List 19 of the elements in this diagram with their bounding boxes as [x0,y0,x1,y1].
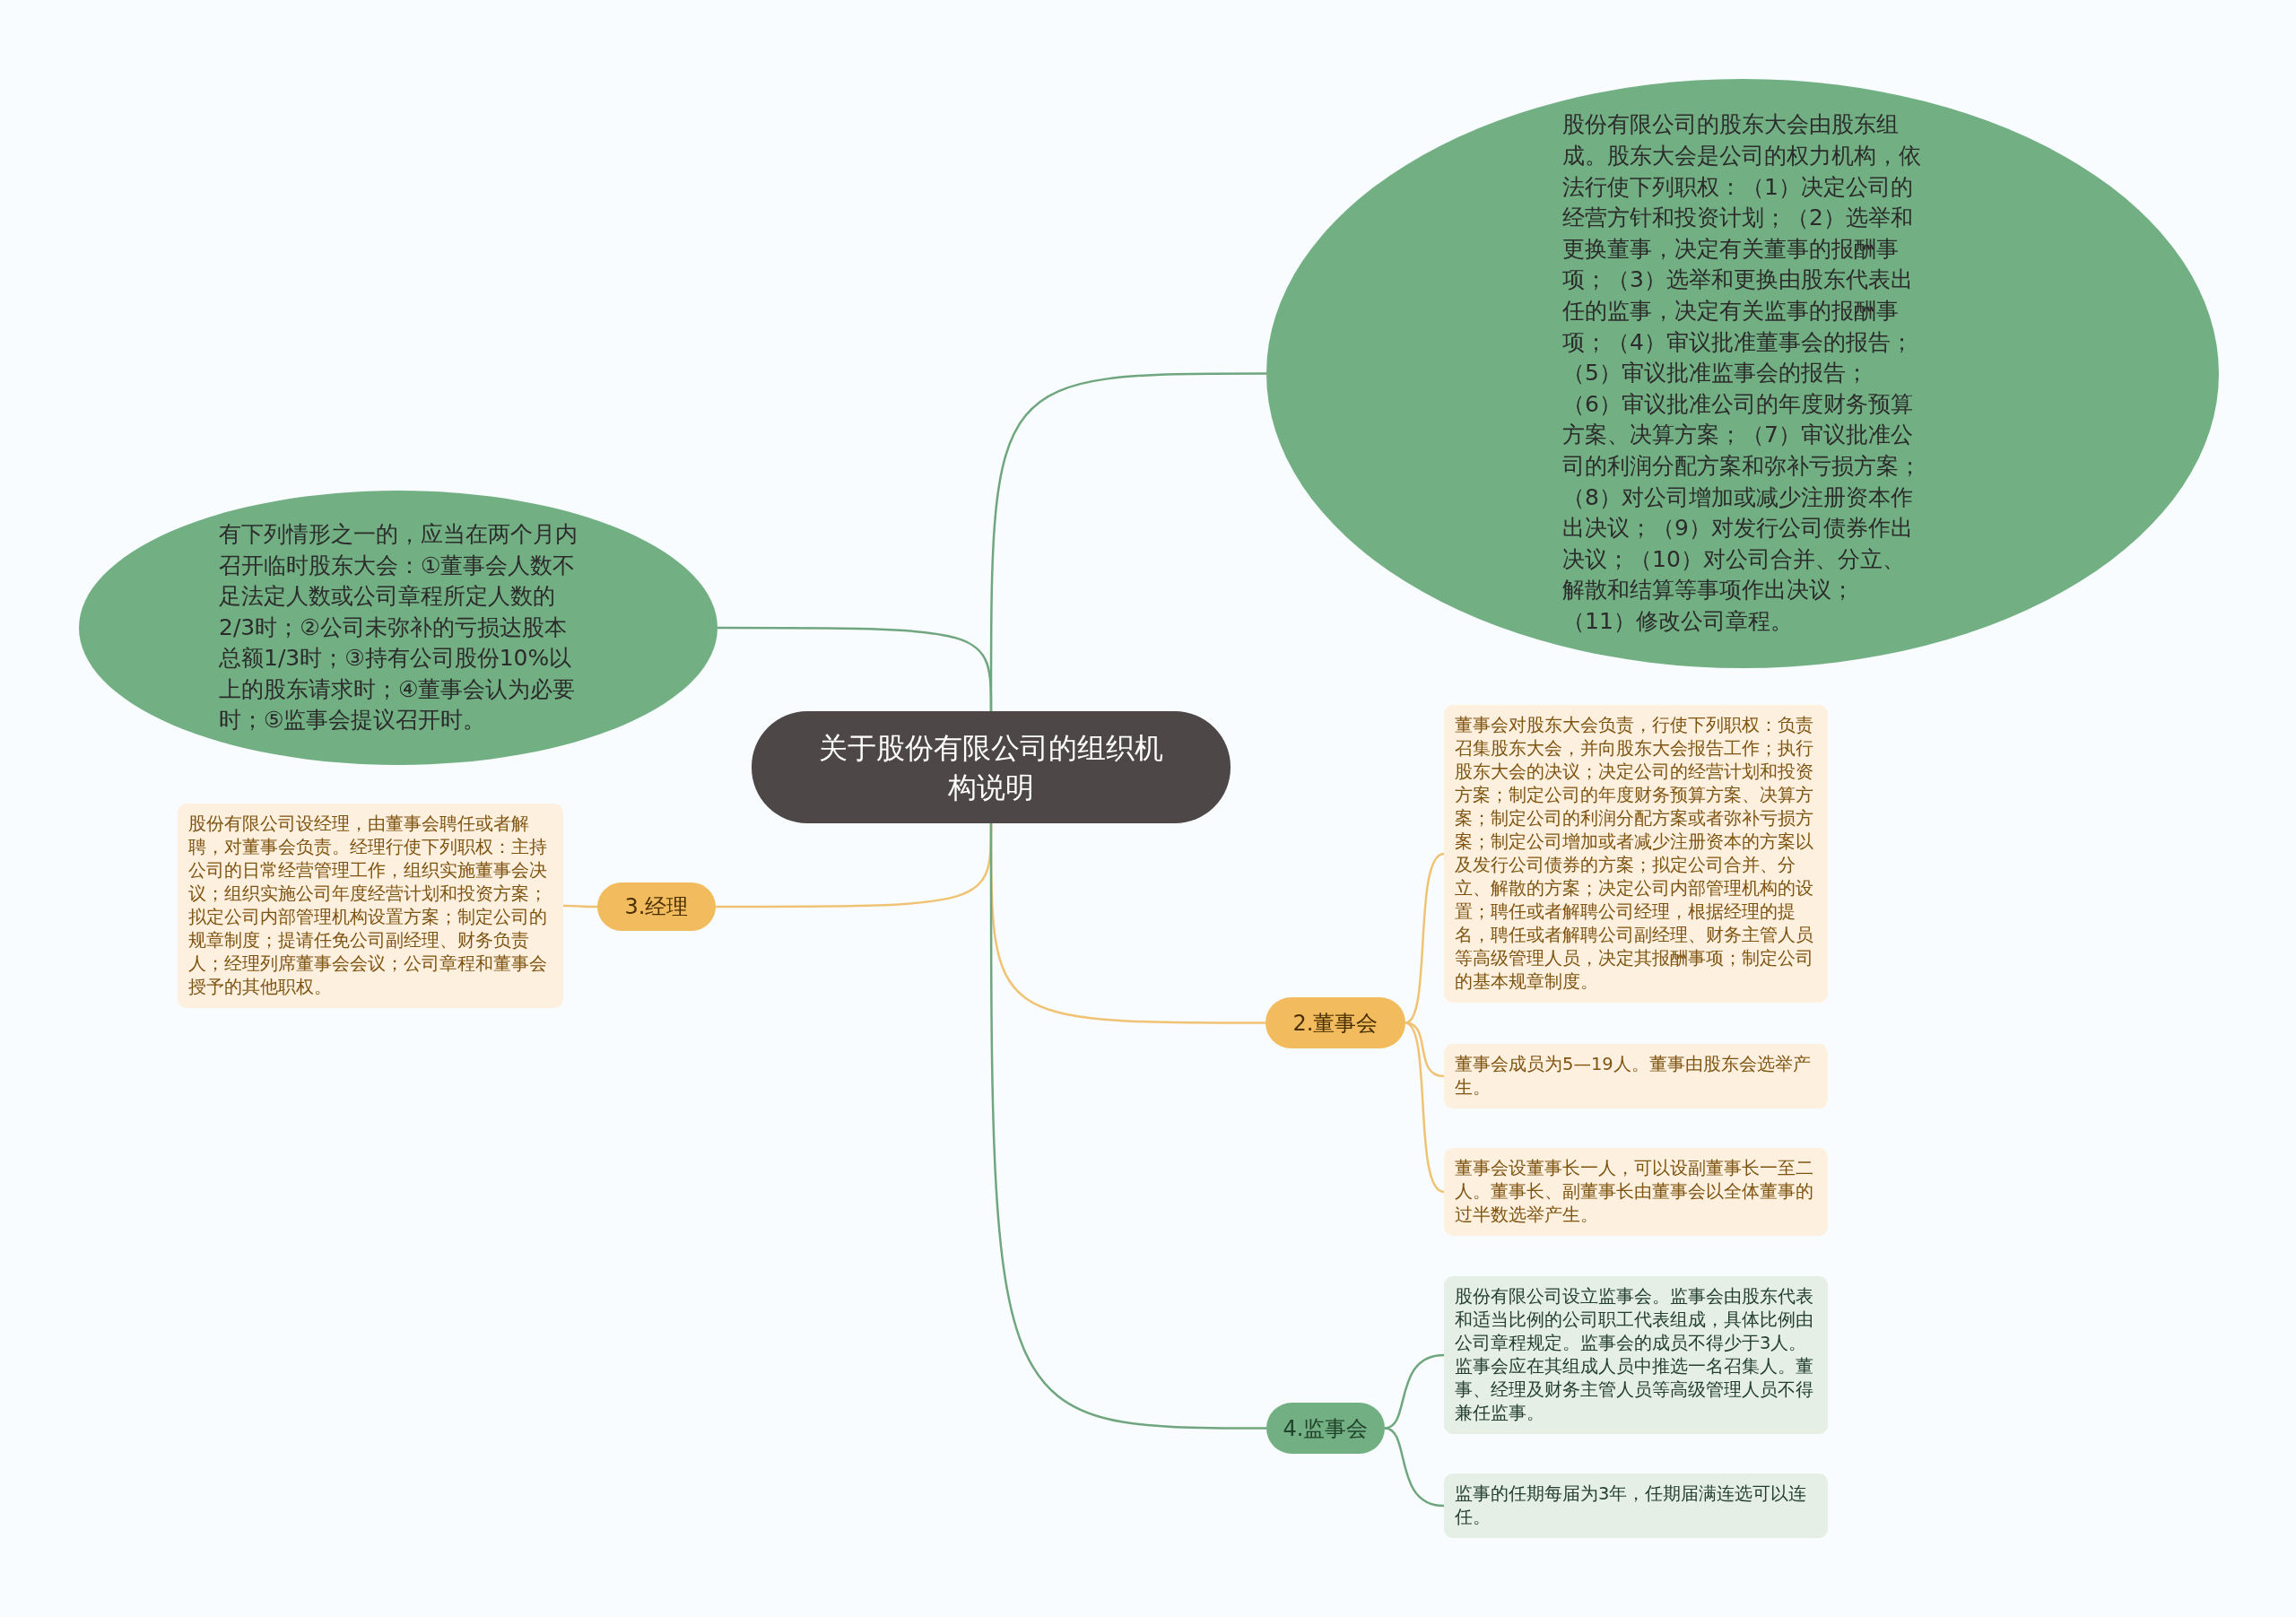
central-topic: 关于股份有限公司的组织机构说明 [752,711,1231,823]
ellipse-text: 有下列情形之一的，应当在两个月内召开临时股东大会：①董事会人数不足法定人数或公司章程所定人数的2/3时；②公司未弥补的亏损达股本总额1/3时；③持有公司股份10%以上的股东请求时；④董事会认为必要时；⑤监事会提议召开时。 [219,520,578,735]
connector-line [1405,1021,1445,1194]
connector-line [1405,852,1445,1024]
note-box: 董事会成员为5—19人。董事由股东会选举产生。 [1444,1044,1828,1108]
topic-pill: 3.经理 [597,882,716,931]
connector-line [718,626,993,711]
note-box: 股份有限公司设经理，由董事会聘任或者解聘，对董事会负责。经理行使下列职权：主持公司的日常经营管理工作，组织实施董事会决议；组织实施公司年度经营计划和投资方案；拟定公司内部管理机构设置方案；制定公司的规章制度；提请任免公司副经理、财务负责人；经理列席董事会会议；公司章程和董事会授予的其他职权。 [178,804,563,1008]
connector-line [989,823,1266,1430]
note-box: 股份有限公司设立监事会。监事会由股东代表和适当比例的公司职工代表组成，具体比例由公司章程规定。监事会的成员不得少于3人。监事会应在其组成人员中推选一名召集人。董事、经理及财务主管人员等高级管理人员不得兼任监事。 [1444,1276,1828,1434]
connector-line [1384,1427,1445,1508]
connector-line [563,904,597,908]
topic-pill: 2.董事会 [1265,997,1405,1048]
topic-pill: 4.监事会 [1266,1403,1385,1454]
note-box: 董事会对股东大会负责，行使下列职权：负责召集股东大会，并向股东大会报告工作；执行股东大会的决议；决定公司的经营计划和投资方案；制定公司的年度财务预算方案、决算方案；制定公司的利润分配方案或者弥补亏损方案；制定公司增加或者减少注册资本的方案以及发行公司债券的方案；拟定公司合并、分立、解散的方案；决定公司内部管理机构的设置；聘任或者解聘公司经理，根据经理的提名，聘任或者解聘公司副经理、财务主管人员等高级管理人员，决定其报酬事项；制定公司的基本规章制度。 [1444,705,1828,1003]
ellipse-text: 股份有限公司的股东大会由股东组成。股东大会是公司的权力机构，依法行使下列职权：（1）决定公司的经营方针和投资计划；（2）选举和更换董事，决定有关董事的报酬事项；（3）选举和更换由股东代表出任的监事，决定有关监事的报酬事项；（4）审议批准董事会的报告；（5）审议批准监事会的报告；（6）审议批准公司的年度财务预算方案、决算方案；（7）审议批准公司的利润分配方案和弥补亏损方案；（8）对公司增加或减少注册资本作出决议；（9）对发行公司债券作出决议；（10）对公司合并、分立、解散和结算等事项作出决议；（11）修改公司章程。 [1562,110,1922,636]
note-box: 监事的任期每届为3年，任期届满连选可以连任。 [1444,1474,1828,1538]
connector-line [1384,1353,1445,1430]
note-box: 董事会设董事长一人，可以设副董事长一至二人。董事长、副董事长由董事会以全体董事的过半数选举产生。 [1444,1148,1828,1236]
